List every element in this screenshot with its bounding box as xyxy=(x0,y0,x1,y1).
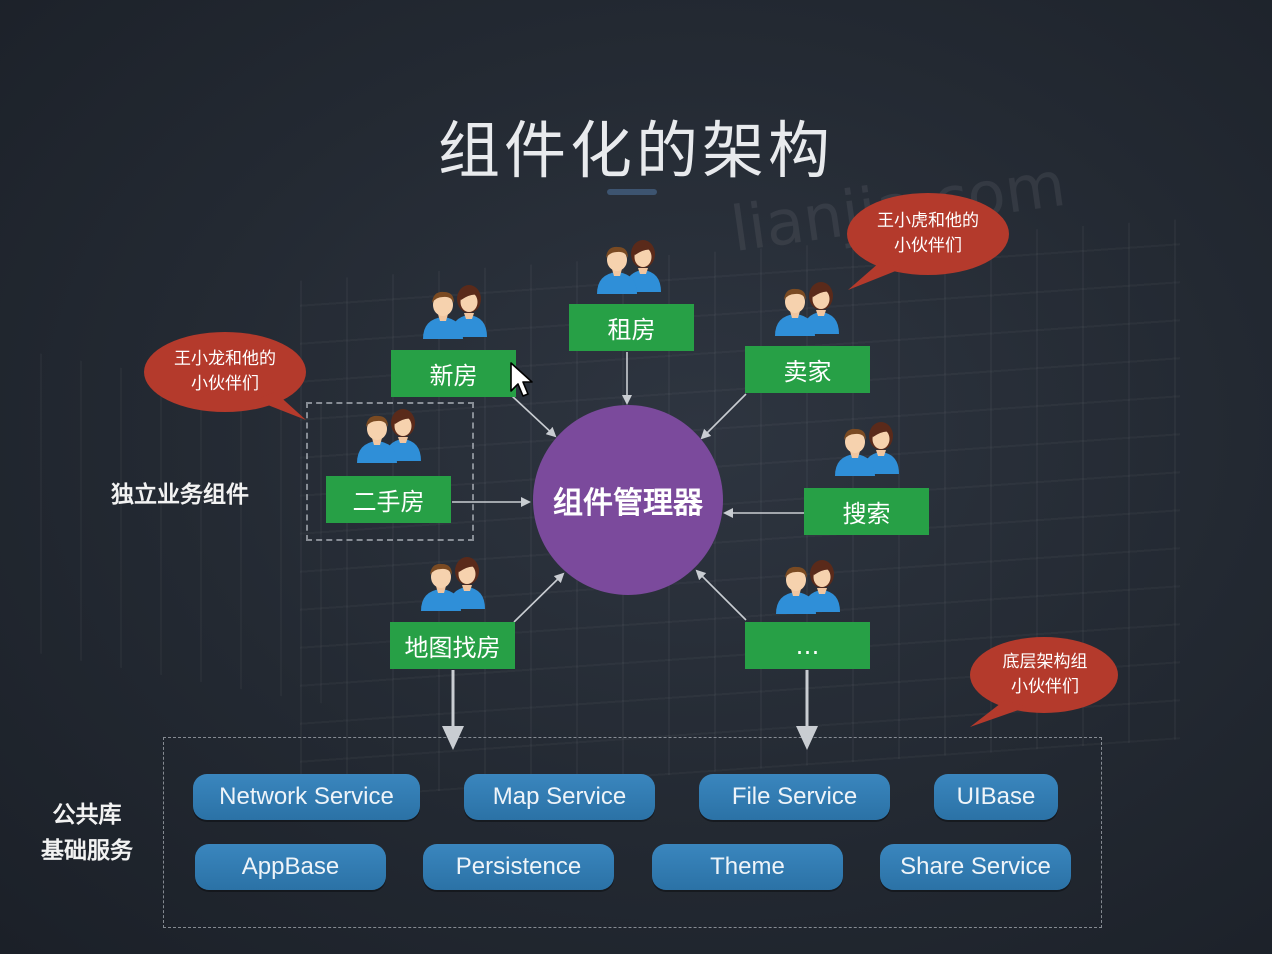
component-ershoufang[interactable]: 二手房 xyxy=(326,476,451,523)
bubble-left xyxy=(144,332,306,420)
bubble-bottom-right-text: 底层架构组 小伙伴们 xyxy=(970,650,1120,700)
highlight-box xyxy=(306,402,474,541)
arrow-ditu xyxy=(513,572,565,623)
page-title: 组件化的架构 xyxy=(437,114,834,187)
people-icon xyxy=(835,422,899,476)
label-independent: 独立业务组件 xyxy=(111,482,249,508)
component-ditu[interactable]: 地图找房 xyxy=(390,622,515,669)
component-sousuo[interactable]: 搜索 xyxy=(804,488,929,535)
people-icon xyxy=(776,560,840,614)
bubble-left-line1: 王小龙和他的 xyxy=(174,349,276,369)
bubble-top-right-text: 王小虎和他的 小伙伴们 xyxy=(853,209,1003,259)
service-uibase[interactable]: UIBase xyxy=(934,774,1058,820)
component-maijia[interactable]: 卖家 xyxy=(745,346,870,393)
people-icon xyxy=(357,409,421,463)
arrow-maijia xyxy=(700,393,747,440)
cursor-icon xyxy=(510,362,533,397)
service-appbase[interactable]: AppBase xyxy=(195,844,386,890)
component-more[interactable]: … xyxy=(745,622,870,669)
component-xinfang[interactable]: 新房 xyxy=(391,350,516,397)
component-zufang[interactable]: 租房 xyxy=(569,304,694,351)
component-manager[interactable]: 组件管理器 xyxy=(533,405,723,595)
bubble-top-right xyxy=(847,193,1009,290)
service-map[interactable]: Map Service xyxy=(464,774,655,820)
bubble-left-line2: 小伙伴们 xyxy=(191,374,259,394)
arrow-more xyxy=(695,569,747,621)
service-persistence[interactable]: Persistence xyxy=(423,844,614,890)
service-file[interactable]: File Service xyxy=(699,774,890,820)
service-network[interactable]: Network Service xyxy=(193,774,420,820)
people-icon xyxy=(597,240,661,294)
people-icon xyxy=(775,282,839,336)
arrow-xinfang xyxy=(511,395,557,438)
bubble-bottom-right-line1: 底层架构组 xyxy=(1002,652,1088,672)
bubble-top-right-line2: 小伙伴们 xyxy=(894,236,962,256)
bubble-bottom-right xyxy=(970,637,1118,727)
label-public-line1: 公共库 xyxy=(52,802,122,828)
service-theme[interactable]: Theme xyxy=(652,844,843,890)
services-container xyxy=(163,737,1102,928)
label-public: 公共库 基础服务 xyxy=(22,797,152,869)
service-share[interactable]: Share Service xyxy=(880,844,1071,890)
title-underline xyxy=(607,189,657,195)
people-icon xyxy=(421,557,485,611)
bubble-top-right-line1: 王小虎和他的 xyxy=(877,211,979,231)
bubble-left-text: 王小龙和他的 小伙伴们 xyxy=(150,347,300,397)
bubble-bottom-right-line2: 小伙伴们 xyxy=(1011,677,1079,697)
label-public-line2: 基础服务 xyxy=(41,838,133,864)
people-icon xyxy=(423,285,487,339)
